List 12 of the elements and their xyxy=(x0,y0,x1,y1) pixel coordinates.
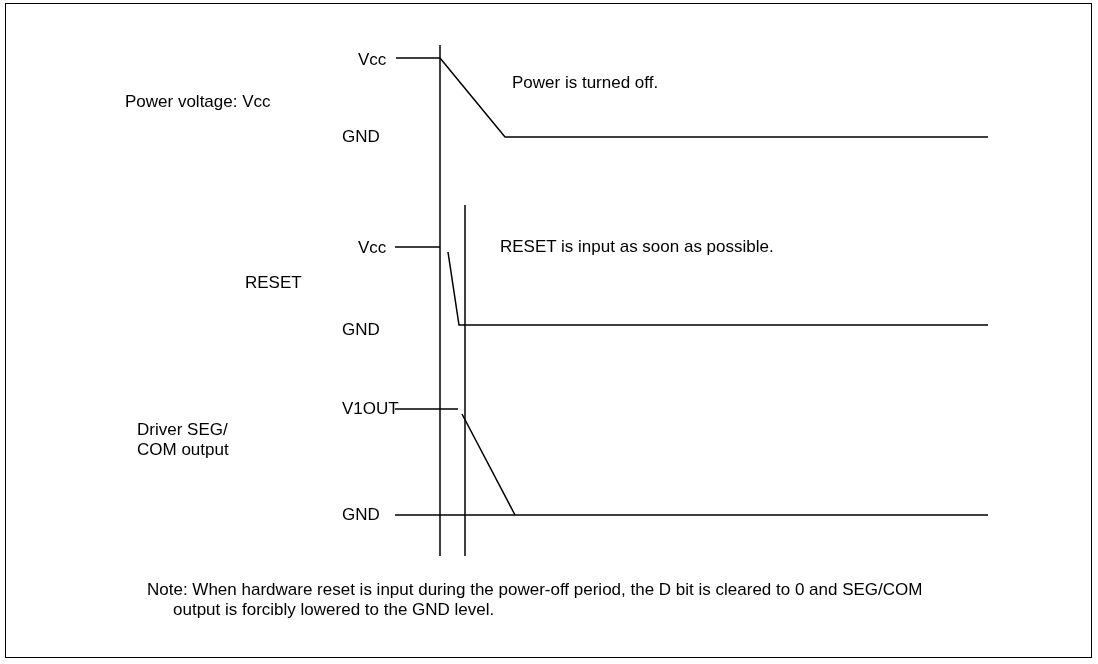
level-label: GND xyxy=(342,127,380,147)
note-text: Note: When hardware reset is input during the power-off period, the D bit is cleared to 0 and SEG/COM output is forcibly lowered to the GND level. xyxy=(147,580,924,620)
signal-name: RESET xyxy=(245,273,302,293)
level-label: Vcc xyxy=(358,50,387,70)
level-label: GND xyxy=(342,320,380,340)
level-label: V1OUT xyxy=(342,399,399,419)
signal-name: Power voltage: Vcc xyxy=(125,92,271,112)
annotation-text: Power is turned off. xyxy=(512,73,659,93)
annotation-text: RESET is input as soon as possible. xyxy=(500,237,774,257)
level-label: Vcc xyxy=(358,238,387,258)
signal-name: Driver SEG/ COM output xyxy=(137,420,230,460)
level-label: GND xyxy=(342,505,380,525)
